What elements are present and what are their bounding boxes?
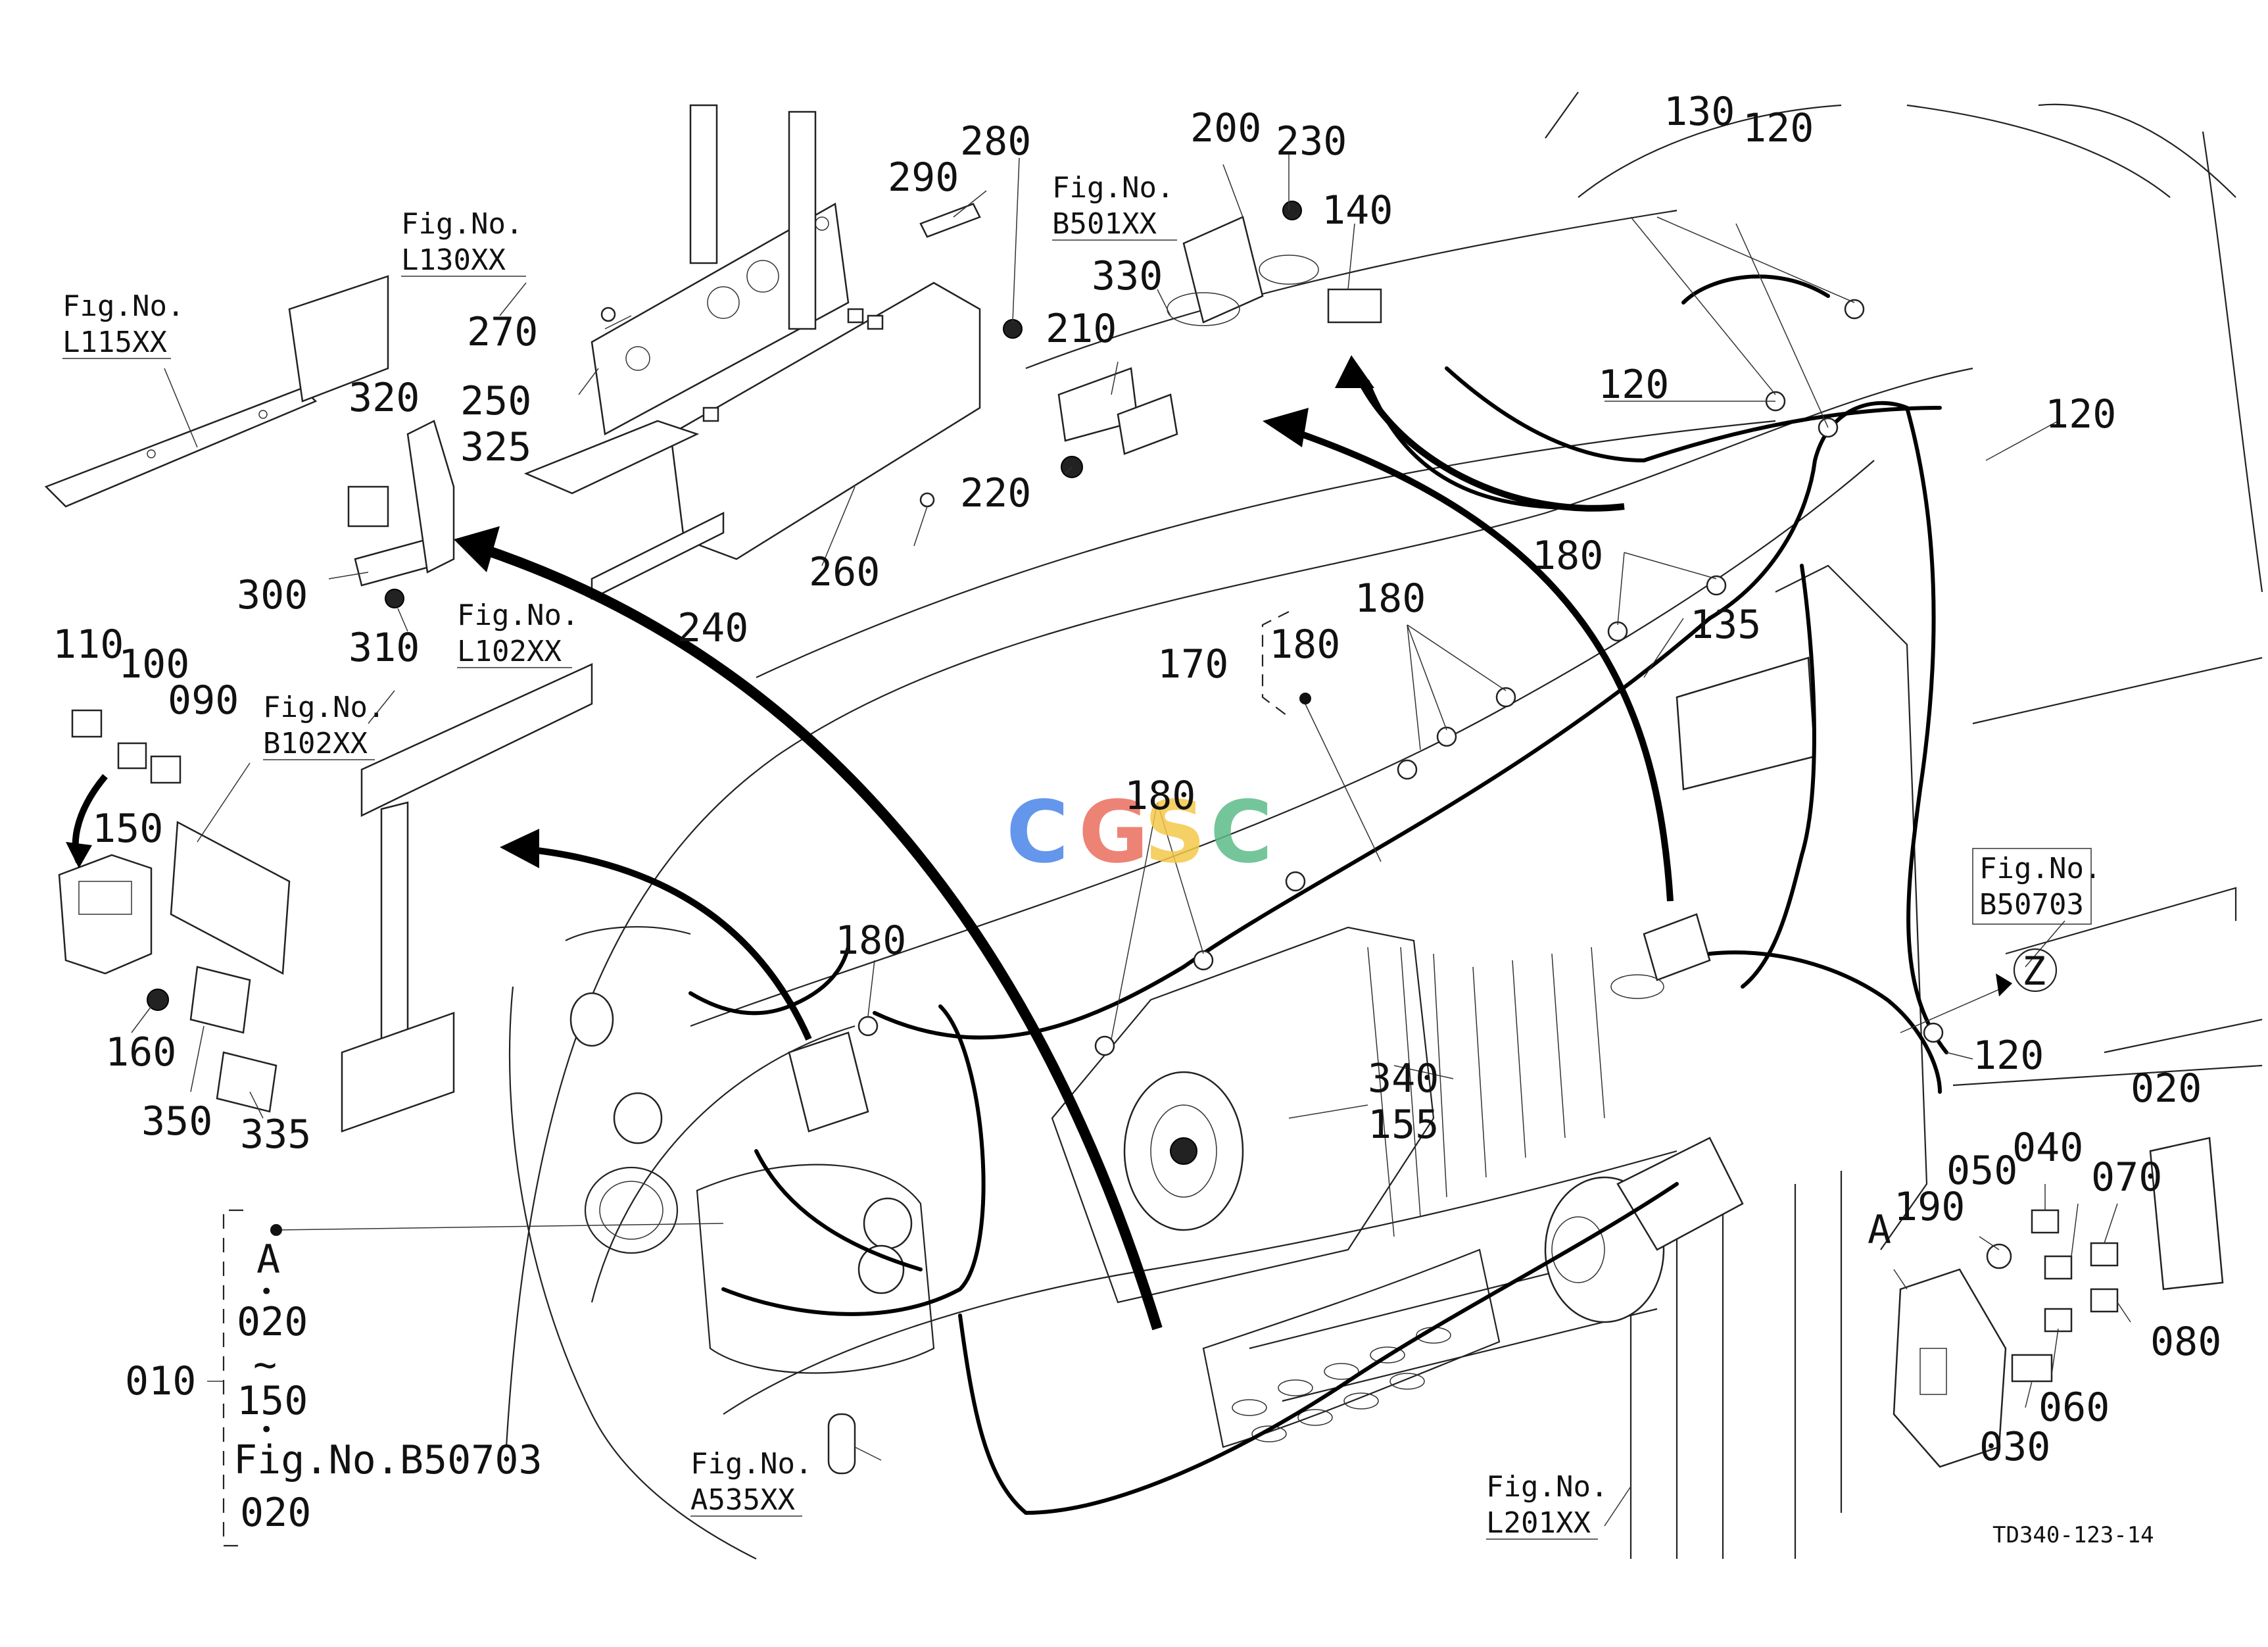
kit-010-dot1: • — [260, 1279, 273, 1305]
label-340: 340 — [1368, 1056, 1439, 1102]
wiring-harness — [688, 274, 1948, 1515]
figref-l201-prefix: Fig.No. — [1486, 1470, 1608, 1504]
figref-l102-prefix: Fig.No. — [457, 599, 579, 632]
bracket-010 — [222, 1209, 243, 1547]
label-180d: 180 — [1269, 622, 1340, 668]
watermark-letter-1: C — [1006, 782, 1069, 882]
figref-b102-prefix: Fig.No. — [263, 691, 385, 724]
label-135: 135 — [1690, 602, 1761, 648]
view-z-label: Z — [2022, 948, 2046, 995]
label-200: 200 — [1190, 105, 1261, 151]
label-010: 010 — [125, 1358, 196, 1404]
figref-l130: L130XX — [401, 243, 506, 277]
kit-010-tilde: ~ — [253, 1342, 277, 1388]
kit-010-breakdown: 010 A • 020 ~ 150 • Fig.No.B50703 020 — [125, 1237, 543, 1536]
figref-a535-prefix: Fig.No. — [690, 1447, 812, 1481]
label-250: 250 — [460, 378, 531, 424]
label-170: 170 — [1157, 641, 1228, 687]
label-180e: 180 — [1532, 533, 1603, 579]
tractor-body-linework — [505, 91, 2263, 1560]
watermark-letter-3: S — [1144, 782, 1206, 882]
label-320: 320 — [349, 375, 420, 421]
kit-010-from: 020 — [237, 1299, 308, 1345]
assembly-arrows — [66, 355, 2012, 1331]
figref-b50703-prefix: Fig.No. — [1979, 852, 2101, 885]
leader-lines — [131, 151, 2131, 1527]
label-100: 100 — [118, 641, 189, 687]
label-330: 330 — [1092, 253, 1163, 299]
label-280: 280 — [960, 118, 1031, 164]
label-300: 300 — [237, 572, 308, 618]
label-155: 155 — [1368, 1102, 1439, 1148]
label-110: 110 — [53, 622, 124, 668]
label-090: 090 — [168, 677, 239, 724]
figref-b501-prefix: Fig.No. — [1052, 171, 1174, 205]
label-180c: 180 — [1355, 576, 1426, 622]
kit-010-fig: Fig.No.B50703 — [233, 1437, 543, 1483]
relay-area-left — [58, 663, 593, 1133]
watermark: C G S C — [1006, 782, 1272, 882]
label-260: 260 — [809, 549, 880, 595]
bracket-170 — [1261, 611, 1290, 718]
watermark-letter-4: C — [1210, 782, 1272, 882]
label-160: 160 — [105, 1029, 176, 1075]
label-190: 190 — [1894, 1184, 1965, 1230]
label-080: 080 — [2150, 1319, 2221, 1365]
watermark-letter-2: G — [1078, 782, 1149, 882]
label-070: 070 — [2091, 1154, 2162, 1200]
label-180b: 180 — [1124, 773, 1195, 819]
view-z-circle — [2013, 948, 2058, 993]
label-350: 350 — [141, 1098, 212, 1144]
label-120a: 120 — [1743, 105, 1814, 151]
label-150: 150 — [92, 806, 163, 852]
label-120d: 120 — [1973, 1033, 2044, 1079]
drawing-code: TD340-123-14 — [1992, 1522, 2154, 1548]
label-325: 325 — [460, 424, 531, 470]
figref-l115-prefix: Fıg.No. — [62, 289, 184, 323]
part-labels: 290 280 200 230 140 330 210 220 270 250 … — [53, 89, 2221, 1470]
label-230: 230 — [1276, 118, 1347, 164]
label-210: 210 — [1046, 306, 1117, 352]
kit-010-a: A — [256, 1237, 280, 1283]
label-310: 310 — [349, 625, 420, 671]
label-030: 030 — [1979, 1424, 2050, 1470]
figref-l201: L201XX — [1486, 1506, 1591, 1540]
label-220: 220 — [960, 470, 1031, 516]
label-130: 130 — [1664, 89, 1735, 135]
label-140: 140 — [1322, 187, 1393, 234]
bracket-assembly-top-left — [44, 104, 1382, 608]
label-270: 270 — [467, 309, 538, 355]
label-060: 060 — [2039, 1385, 2110, 1431]
label-120c: 120 — [2045, 391, 2116, 437]
label-050: 050 — [1946, 1148, 2017, 1194]
figref-l130-prefix: Fig.No. — [401, 207, 523, 241]
label-a-fuseblock: A — [1868, 1207, 1891, 1253]
label-335: 335 — [240, 1112, 311, 1158]
label-120b: 120 — [1598, 362, 1669, 408]
figref-b50703: B50703 — [1979, 888, 2084, 922]
kit-010-last: 020 — [240, 1490, 311, 1536]
figref-b102: B102XX — [263, 727, 368, 760]
label-020a: 020 — [2131, 1066, 2202, 1112]
label-290: 290 — [888, 155, 959, 201]
label-040: 040 — [2012, 1125, 2083, 1171]
kit-010-dot2: • — [260, 1417, 273, 1443]
label-240: 240 — [677, 605, 748, 651]
label-180a: 180 — [835, 918, 906, 964]
engine-components — [569, 656, 2224, 1475]
figref-l102: L102XX — [457, 635, 562, 668]
kit-010-to: 150 — [237, 1378, 308, 1424]
figref-l115: L115XX — [62, 326, 167, 359]
figure-references: Fıg.No. L115XX Fig.No. L130XX Fig.No. B5… — [62, 171, 2101, 1540]
figref-a535: A535XX — [690, 1483, 795, 1517]
figref-b501: B501XX — [1052, 207, 1157, 241]
